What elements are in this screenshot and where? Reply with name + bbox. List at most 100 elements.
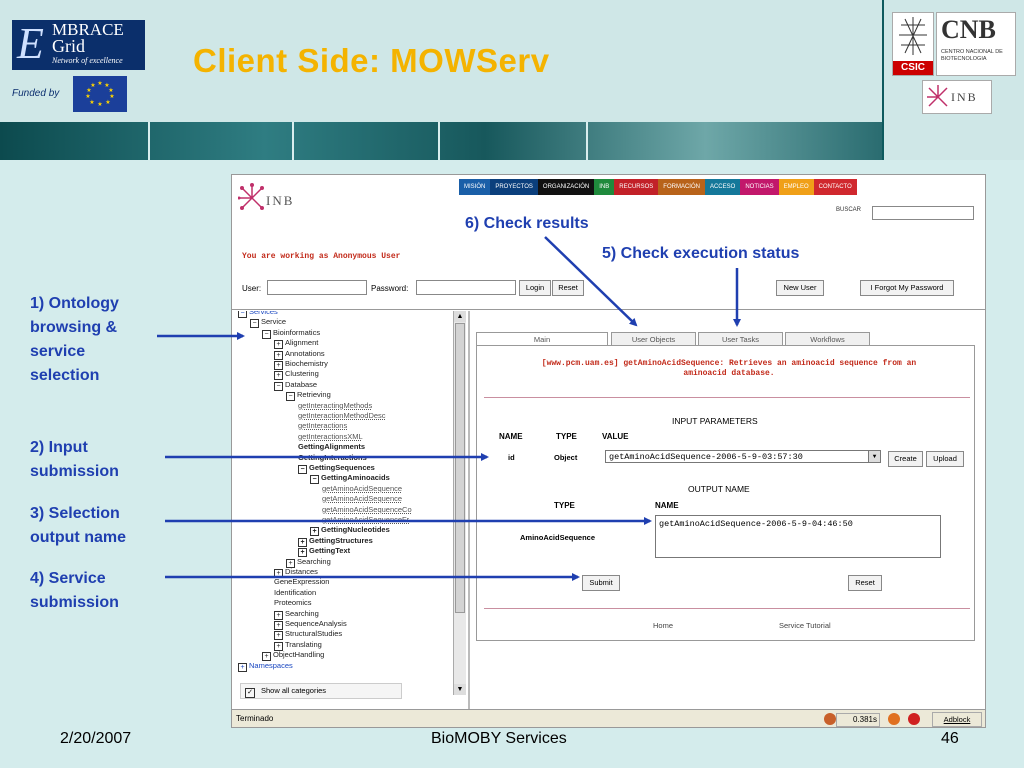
scroll-up-icon[interactable]: ▲ — [454, 311, 466, 322]
stop-icon[interactable] — [908, 713, 920, 725]
tree-node[interactable]: +Clustering — [274, 369, 319, 381]
tree-node[interactable]: getAminoAcidSequence — [322, 484, 402, 494]
nav-item-misin[interactable]: Misión — [459, 179, 491, 195]
expand-icon[interactable]: + — [298, 537, 307, 547]
tree-node[interactable]: +Biochemistry — [274, 359, 328, 370]
expand-icon[interactable]: + — [286, 558, 295, 568]
tab-user-objects[interactable]: User Objects — [611, 332, 696, 347]
tree-node[interactable]: −Service — [250, 317, 286, 329]
reset-form-button[interactable]: Reset — [848, 575, 882, 591]
tree-node[interactable]: −Services — [238, 311, 278, 318]
firebug-icon[interactable] — [824, 713, 836, 725]
tree-node[interactable]: +GettingNucleotides — [310, 525, 390, 537]
tree-node[interactable]: −GettingSequences — [298, 463, 375, 474]
password-input[interactable] — [416, 280, 516, 295]
nav-item-organizacin[interactable]: Organización — [537, 179, 595, 195]
tree-node[interactable]: +Namespaces — [238, 661, 293, 672]
chevron-down-icon[interactable]: ▼ — [868, 451, 880, 462]
collapse-icon[interactable]: − — [250, 319, 259, 329]
tree-node[interactable]: +Annotations — [274, 349, 325, 360]
tree-node[interactable]: GeneExpression — [274, 577, 329, 587]
eu-flag-icon: ★★★ ★★★ ★★★ ★ — [73, 76, 127, 112]
tree-node[interactable]: +GettingText — [298, 546, 351, 558]
tree-node[interactable]: getAminoAcidSequence — [322, 494, 402, 504]
nav-item-noticias[interactable]: Noticias — [740, 179, 779, 195]
pane-divider[interactable] — [468, 311, 470, 711]
firefox-icon[interactable] — [888, 713, 900, 725]
tree-node[interactable]: Proteomics — [274, 598, 312, 608]
expand-icon[interactable]: + — [274, 340, 283, 350]
tab-main[interactable]: Main — [476, 332, 608, 348]
collapse-icon[interactable]: − — [262, 329, 271, 339]
input-value-select[interactable]: getAminoAcidSequence-2006-5-9-03:57:30 ▼ — [605, 450, 881, 463]
expand-icon[interactable]: + — [274, 361, 283, 370]
scroll-thumb[interactable] — [455, 323, 465, 613]
tree-node[interactable]: +GettingStructures — [298, 536, 373, 547]
expand-icon[interactable]: + — [298, 548, 307, 558]
tree-node[interactable]: +Searching — [286, 557, 331, 568]
divider — [484, 608, 970, 609]
login-button[interactable]: Login — [519, 280, 551, 296]
expand-icon[interactable]: + — [274, 641, 283, 651]
tree-node[interactable]: getInteractionsXML — [298, 432, 363, 442]
tree-scrollbar[interactable]: ▲ ▼ — [453, 311, 466, 695]
new-user-button[interactable]: New User — [776, 280, 824, 296]
expand-icon[interactable]: + — [274, 371, 283, 381]
inb-site-logo[interactable]: INB — [238, 183, 308, 213]
ontology-tree[interactable]: −Services−Service−Bioinformatics+Alignme… — [232, 311, 466, 711]
tree-node[interactable]: +ObjectHandling — [262, 650, 324, 662]
nav-item-inb[interactable]: INB — [594, 179, 615, 195]
output-name-field[interactable]: getAminoAcidSequence-2006-5-9-04:46:50 — [655, 515, 941, 558]
tree-node[interactable]: +Translating — [274, 640, 322, 651]
collapse-icon[interactable]: − — [286, 392, 295, 402]
nav-item-proyectos[interactable]: Proyectos — [490, 179, 538, 195]
expand-icon[interactable]: + — [274, 350, 283, 360]
search-input[interactable] — [872, 206, 974, 220]
tab-user-tasks[interactable]: User Tasks — [698, 332, 783, 347]
tab-workflows[interactable]: Workflows — [785, 332, 870, 347]
checkbox-icon[interactable]: ✓ — [245, 688, 255, 698]
tree-node[interactable]: getInteractionMethodDesc — [298, 411, 386, 421]
tree-node[interactable]: −GettingAminoacids — [310, 473, 390, 485]
nav-item-acceso[interactable]: Acceso — [704, 179, 741, 195]
tree-node[interactable]: +StructuralStudies — [274, 629, 342, 641]
expand-icon[interactable]: + — [238, 662, 247, 672]
expand-icon[interactable]: + — [310, 527, 319, 537]
collapse-icon[interactable]: − — [298, 465, 307, 474]
home-link[interactable]: Home — [653, 621, 674, 630]
tree-node[interactable]: GettingAlignments — [298, 442, 365, 452]
submit-button[interactable]: Submit — [582, 575, 620, 591]
adblock-link[interactable]: Adblock — [932, 712, 982, 727]
scroll-down-icon[interactable]: ▼ — [454, 684, 466, 695]
upload-button[interactable]: Upload — [926, 451, 964, 467]
tree-node[interactable]: getInteractions — [298, 421, 347, 431]
service-tutorial-link[interactable]: Service Tutorial — [779, 621, 831, 630]
expand-icon[interactable]: + — [262, 652, 271, 662]
expand-icon[interactable]: + — [274, 631, 283, 641]
forgot-password-button[interactable]: I Forgot My Password — [860, 280, 954, 296]
collapse-icon[interactable]: − — [274, 381, 283, 391]
nav-item-recursos[interactable]: Recursos — [614, 179, 659, 195]
collapse-icon[interactable]: − — [238, 311, 247, 318]
tree-node[interactable]: getAminoAcidSequenceCo — [322, 505, 412, 515]
tree-node[interactable]: getAminoAcidSequenceFr — [322, 515, 409, 525]
tree-node[interactable]: −Database — [274, 380, 317, 391]
tree-node[interactable]: +SequenceAnalysis — [274, 619, 347, 630]
tree-node[interactable]: Identification — [274, 588, 316, 598]
tree-node[interactable]: −Retrieving — [286, 390, 331, 402]
expand-icon[interactable]: + — [274, 621, 283, 630]
user-input[interactable] — [267, 280, 367, 295]
collapse-icon[interactable]: − — [310, 475, 319, 485]
tree-node[interactable]: +Alignment — [274, 338, 318, 350]
nav-item-formacin[interactable]: Formación — [658, 179, 705, 195]
show-all-categories[interactable]: ✓Show all categories — [240, 683, 402, 699]
reset-login-button[interactable]: Reset — [552, 280, 584, 296]
tree-node[interactable]: getInteractingMethods — [298, 401, 372, 411]
expand-icon[interactable]: + — [274, 610, 283, 620]
tree-node-label: GettingText — [309, 546, 351, 556]
tree-node[interactable]: +Searching — [274, 609, 319, 620]
nav-item-empleo[interactable]: Empleo — [778, 179, 814, 195]
tree-node[interactable]: −Bioinformatics — [262, 328, 320, 339]
create-button[interactable]: Create — [888, 451, 923, 467]
nav-item-contacto[interactable]: Contacto — [813, 179, 857, 195]
